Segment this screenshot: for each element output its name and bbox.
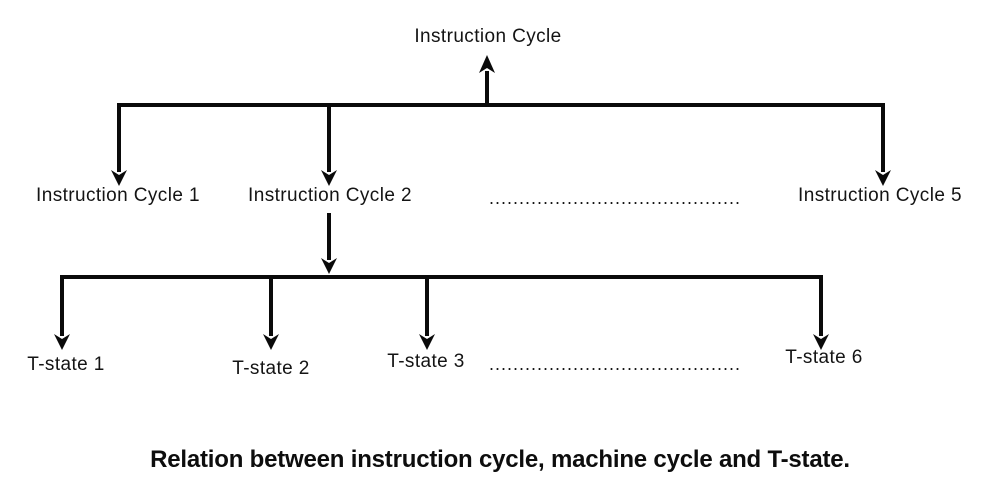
diagram-caption: Relation between instruction cycle, mach… xyxy=(150,446,850,473)
level2-arrow-1 xyxy=(54,275,70,350)
cycle2-to-level2-arrow xyxy=(321,213,337,274)
level2-arrow-2 xyxy=(263,279,279,350)
level1-arrow-5 xyxy=(875,103,891,186)
root-label: Instruction Cycle xyxy=(414,26,562,47)
level1-arrow-1 xyxy=(111,103,127,186)
level2-label-3: T-state 3 xyxy=(387,351,465,372)
level2-arrow-6 xyxy=(813,275,829,350)
level2-ellipsis: ........................................… xyxy=(488,354,742,374)
level2-arrow-3 xyxy=(419,279,435,350)
level1-arrow-2 xyxy=(321,103,337,186)
level1-ellipsis: ........................................… xyxy=(488,188,742,208)
level2-label-1: T-state 1 xyxy=(27,354,105,375)
level1-label-5: Instruction Cycle 5 xyxy=(798,185,962,206)
root-up-arrow xyxy=(479,55,495,105)
level1-label-2: Instruction Cycle 2 xyxy=(248,185,412,206)
level2-label-6: T-state 6 xyxy=(785,347,863,368)
level1-label-1: Instruction Cycle 1 xyxy=(36,185,200,206)
level2-label-2: T-state 2 xyxy=(232,358,310,379)
